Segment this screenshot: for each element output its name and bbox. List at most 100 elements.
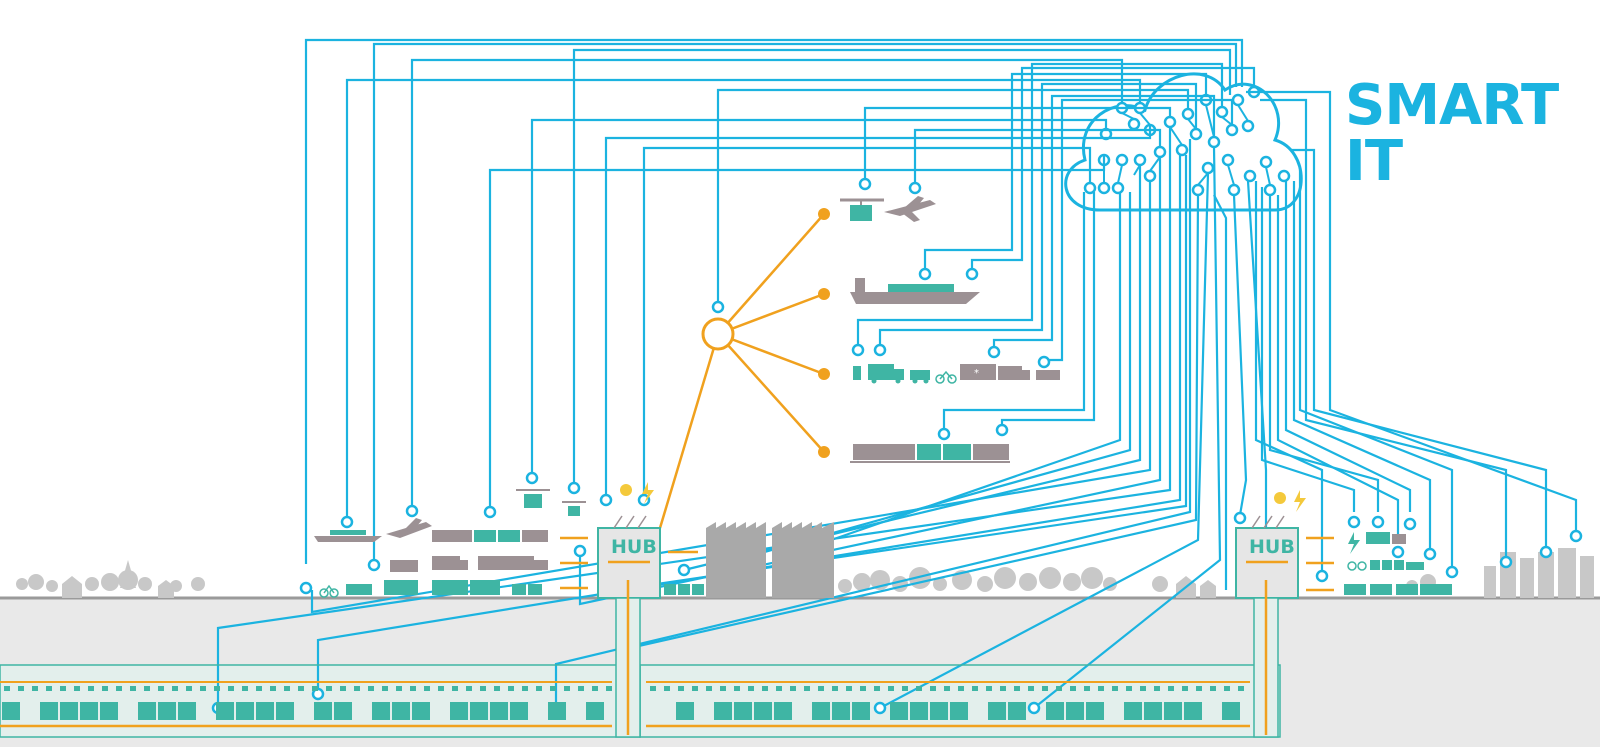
drone-icon [516, 489, 586, 516]
cargo-pod [676, 702, 694, 720]
hook [1112, 686, 1118, 691]
hook [172, 686, 178, 691]
hook [550, 686, 556, 691]
hook [270, 686, 276, 691]
hub-label: HUB [1249, 536, 1295, 558]
hook [1042, 686, 1048, 691]
cargo-pod [392, 702, 410, 720]
hook [452, 686, 458, 691]
transfer-arrows [560, 536, 698, 590]
hook [144, 686, 150, 691]
cargo-pod [586, 702, 604, 720]
hook [200, 686, 206, 691]
cargo-pod [334, 702, 352, 720]
hook [1098, 686, 1104, 691]
hook [930, 686, 936, 691]
drone-icon [840, 198, 884, 221]
hook [734, 686, 740, 691]
page-title: SMART IT [1345, 73, 1559, 194]
truck-icon [432, 556, 548, 570]
hook [678, 686, 684, 691]
overhead-hooks [4, 686, 1244, 691]
cargo-pod [1046, 702, 1064, 720]
cargo-pod [178, 702, 196, 720]
cargo-pod [714, 702, 732, 720]
apartment-icon [1484, 548, 1594, 598]
hook [18, 686, 24, 691]
ship-icon [850, 278, 980, 304]
hook [720, 686, 726, 691]
bicycle-icon [319, 584, 339, 598]
truck-icon [346, 580, 542, 595]
tree-icon [838, 567, 1436, 593]
cargo-pod [1144, 702, 1162, 720]
cargo-pod [216, 702, 234, 720]
bicycle-icon [1347, 561, 1367, 571]
cargo-pod [256, 702, 274, 720]
hook [466, 686, 472, 691]
hook [508, 686, 514, 691]
hook [354, 686, 360, 691]
hook [60, 686, 66, 691]
cargo-pod [812, 702, 830, 720]
cargo-pod [1222, 702, 1240, 720]
hook [888, 686, 894, 691]
hook [410, 686, 416, 691]
cargo-pod [890, 702, 908, 720]
transfer-arrows [1306, 536, 1334, 592]
hook [298, 686, 304, 691]
truck-icon [664, 584, 704, 595]
cargo-pod [1008, 702, 1026, 720]
routing-hub [658, 213, 825, 529]
cargo-pod [1124, 702, 1142, 720]
solar-panels [613, 515, 647, 529]
airplane-icon [884, 196, 936, 222]
hook [874, 686, 880, 691]
cargo-pod [548, 702, 566, 720]
cargo-pod [832, 702, 850, 720]
hook [818, 686, 824, 691]
hook [944, 686, 950, 691]
cargo-pod [138, 702, 156, 720]
truck-icon [1344, 532, 1452, 595]
van-icon [910, 370, 930, 384]
hook [916, 686, 922, 691]
hook [284, 686, 290, 691]
hook [1168, 686, 1174, 691]
hook [650, 686, 656, 691]
cargo-pod [236, 702, 254, 720]
hook [46, 686, 52, 691]
hook [326, 686, 332, 691]
train-icon [850, 444, 1010, 463]
hook [424, 686, 430, 691]
cargo-pod [1066, 702, 1084, 720]
hub-building: HUB [597, 515, 661, 599]
hook [1210, 686, 1216, 691]
hook [214, 686, 220, 691]
hook [102, 686, 108, 691]
hook [228, 686, 234, 691]
hook [88, 686, 94, 691]
lightning-icon [642, 482, 654, 504]
hook [790, 686, 796, 691]
underground-tunnel [0, 580, 1281, 738]
cargo-pod [1164, 702, 1182, 720]
hook [32, 686, 38, 691]
hook [396, 686, 402, 691]
cargo-pod [60, 702, 78, 720]
ship-icon [314, 530, 382, 542]
cargo-pod [774, 702, 792, 720]
solar-panels [1251, 515, 1285, 529]
underground-cargo [2, 702, 1240, 720]
hook [116, 686, 122, 691]
hook [1140, 686, 1146, 691]
train-icon [432, 530, 548, 542]
hook [748, 686, 754, 691]
airplane-icon [386, 518, 432, 538]
van-icon [390, 560, 418, 572]
hook [312, 686, 318, 691]
cargo-pod [450, 702, 468, 720]
hook [1182, 686, 1188, 691]
